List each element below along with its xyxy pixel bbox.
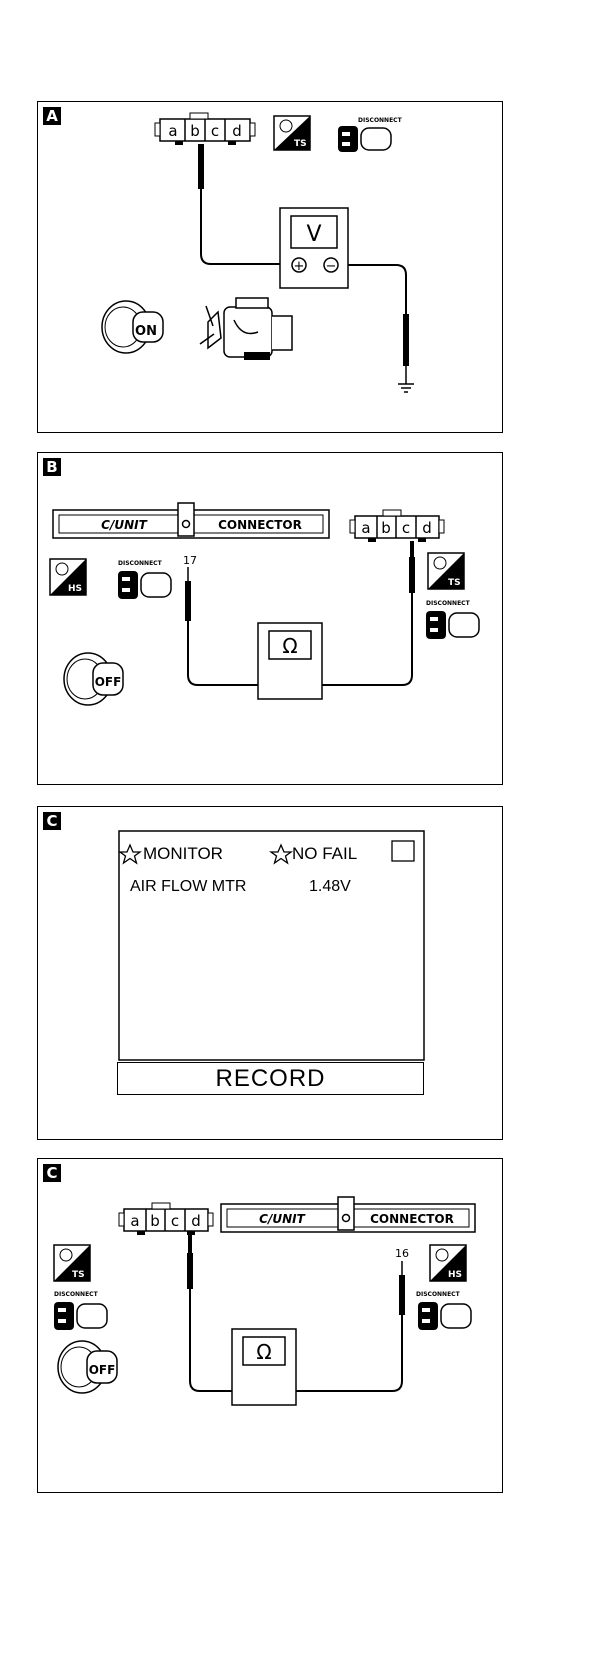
monitor-screen: MONITOR NO FAIL AIR FLOW MTR 1.48V <box>118 830 425 1061</box>
pin-d: d <box>191 1212 201 1230</box>
pin-d: d <box>232 122 242 140</box>
control-unit-connector: C/UNIT CONNECTOR <box>220 1196 476 1233</box>
star-icon <box>118 843 142 865</box>
pin-c: c <box>171 1212 179 1230</box>
cunit-label: C/UNIT <box>101 518 147 532</box>
row-label: AIR FLOW MTR <box>130 878 246 895</box>
connector-label: CONNECTOR <box>218 518 302 532</box>
pin-c: c <box>402 519 410 537</box>
disconnect-label: DISCONNECT <box>54 1291 99 1298</box>
ignition-key-icon: ON <box>101 300 164 354</box>
hs-icon: HS <box>49 558 87 596</box>
disconnect-icon-right: DISCONNECT <box>416 1291 472 1330</box>
probe-positive <box>198 144 280 265</box>
ts-label: TS <box>294 139 307 149</box>
pin-d: d <box>422 519 432 537</box>
panel-b: B C/UNIT CONNECTOR a b c d 17 <box>37 452 503 785</box>
probe-ground <box>348 264 414 393</box>
ts-label: TS <box>72 1270 85 1280</box>
pin-a: a <box>168 122 177 140</box>
panel-c-connector: C a b c d C/UNIT CONNECTOR 16 <box>37 1158 503 1493</box>
tester-symbol: Ω <box>282 634 297 658</box>
ts-icon: TS <box>427 552 465 590</box>
harness-connector: a b c d <box>118 1202 214 1235</box>
negative-terminal: − <box>326 259 337 274</box>
pin-a: a <box>130 1212 139 1230</box>
probe-right <box>311 541 415 688</box>
hs-icon: HS <box>429 1244 467 1282</box>
cunit-label: C/UNIT <box>259 1212 305 1226</box>
ohmmeter: Ω <box>231 1328 297 1406</box>
harness-connector: a b c d <box>154 112 256 145</box>
hs-label: HS <box>448 1270 462 1280</box>
ignition-key-icon: OFF <box>57 1340 118 1394</box>
panel-b-diagram: C/UNIT CONNECTOR a b c d 17 <box>49 502 480 706</box>
pin-c: c <box>211 122 219 140</box>
star-icon <box>269 843 293 865</box>
pin-a: a <box>361 519 370 537</box>
ignition-label: ON <box>135 324 157 339</box>
ohmmeter: Ω <box>257 622 323 700</box>
tester-symbol: Ω <box>256 1340 271 1364</box>
monitor-frame <box>118 830 425 1061</box>
disconnect-label: DISCONNECT <box>416 1291 461 1298</box>
positive-terminal: + <box>294 259 305 274</box>
panel-label: B <box>43 458 61 476</box>
panel-label: A <box>43 107 61 125</box>
panel-c-monitor: C MONITOR NO FAIL AIR FLOW MTR 1.48V REC… <box>37 806 503 1140</box>
pin-b: b <box>381 519 391 537</box>
probe-left <box>185 567 268 688</box>
row-value: 1.48V <box>309 878 351 895</box>
pin-number: 17 <box>183 554 197 567</box>
ts-label: TS <box>448 578 461 588</box>
monitor-title: MONITOR <box>143 844 223 863</box>
pin-b: b <box>150 1212 160 1230</box>
disconnect-label: DISCONNECT <box>118 560 163 567</box>
connector-label: CONNECTOR <box>370 1212 454 1226</box>
engine-icon <box>199 297 293 360</box>
ts-icon: TS <box>53 1244 91 1282</box>
ignition-key-icon: OFF <box>63 652 124 706</box>
disconnect-icon-left: DISCONNECT <box>118 560 172 599</box>
record-button[interactable]: RECORD <box>117 1062 424 1095</box>
pin-b: b <box>190 122 200 140</box>
disconnect-icon: DISCONNECT <box>338 117 403 152</box>
panel-label: C <box>43 1164 61 1182</box>
tester-symbol: V <box>306 222 321 247</box>
voltmeter: V + − <box>279 207 349 289</box>
disconnect-label: DISCONNECT <box>358 117 403 124</box>
control-unit-connector: C/UNIT CONNECTOR <box>52 502 330 539</box>
panel-c-diagram: a b c d C/UNIT CONNECTOR 16 <box>53 1196 476 1406</box>
ignition-label: OFF <box>89 1363 116 1377</box>
pin-number: 16 <box>395 1247 409 1260</box>
ignition-label: OFF <box>95 675 122 689</box>
disconnect-label: DISCONNECT <box>426 600 471 607</box>
disconnect-icon-right: DISCONNECT <box>426 600 480 639</box>
disconnect-icon-left: DISCONNECT <box>54 1291 108 1330</box>
panel-label: C <box>43 812 61 830</box>
probe-right <box>287 1261 405 1394</box>
panel-a: A a b c d TS <box>37 101 503 433</box>
panel-a-diagram: a b c d TS DISCONNECT V <box>101 112 414 393</box>
monitor-status: NO FAIL <box>292 844 357 863</box>
harness-connector: a b c d <box>349 509 445 542</box>
hs-label: HS <box>68 584 82 594</box>
status-checkbox[interactable] <box>391 840 415 862</box>
ts-icon: TS <box>273 115 311 151</box>
